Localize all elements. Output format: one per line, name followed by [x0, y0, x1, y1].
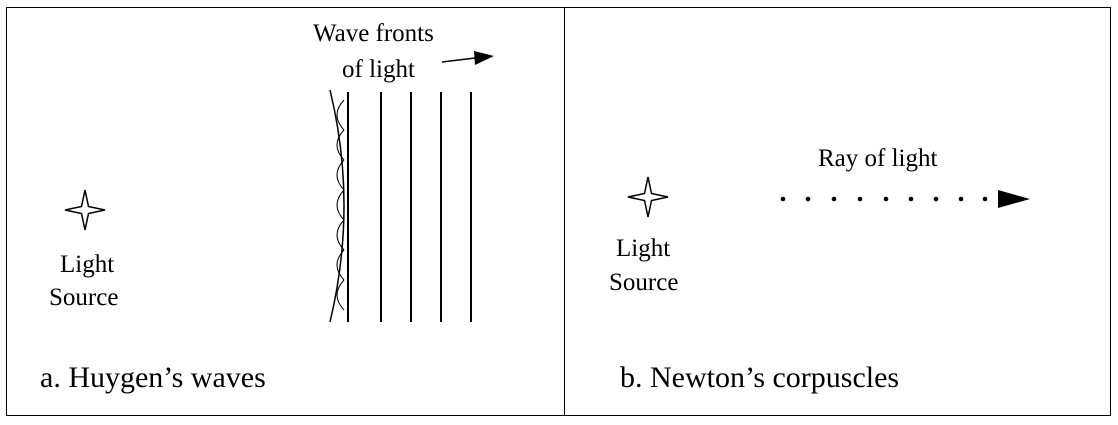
panel-divider	[564, 7, 565, 416]
corpuscle	[780, 196, 786, 202]
ray-arrowhead-icon	[998, 190, 1030, 208]
wavelet	[336, 279, 345, 311]
corpuscle-dots	[780, 196, 988, 202]
light-source-star-icon-a	[64, 189, 106, 231]
light-source-label-b-line1: Light	[616, 235, 671, 262]
wavelet	[336, 189, 345, 221]
wave-fronts-label-line1: Wave fronts	[313, 20, 434, 47]
corpuscle	[831, 196, 837, 202]
wavelet	[336, 159, 345, 191]
light-source-star-icon-b	[627, 176, 669, 218]
wavelet	[336, 219, 345, 251]
corpuscle	[883, 196, 889, 202]
corpuscle	[933, 196, 939, 202]
corpuscle	[805, 196, 811, 202]
wave-direction-arrow-icon	[441, 51, 494, 65]
ray-of-light-label: Ray of light	[818, 145, 938, 172]
wavelet	[336, 99, 345, 131]
caption-a: a. Huygen’s waves	[40, 361, 266, 394]
wavelet	[336, 249, 345, 281]
plane-wavefronts	[347, 92, 472, 322]
corpuscle	[908, 196, 914, 202]
light-source-label-a-line2: Source	[49, 284, 119, 311]
corpuscle	[958, 196, 964, 202]
light-source-label-b-line2: Source	[609, 269, 679, 296]
light-source-label-a-line1: Light	[60, 251, 115, 278]
secondary-wavelets	[336, 99, 345, 311]
corpuscle	[982, 196, 988, 202]
corpuscle	[857, 196, 863, 202]
caption-b: b. Newton’s corpuscles	[620, 361, 900, 394]
figure-border	[6, 7, 1111, 416]
curved-wavefront	[329, 89, 345, 323]
wave-fronts-label-line2: of light	[342, 56, 415, 83]
wavelet	[336, 129, 345, 161]
